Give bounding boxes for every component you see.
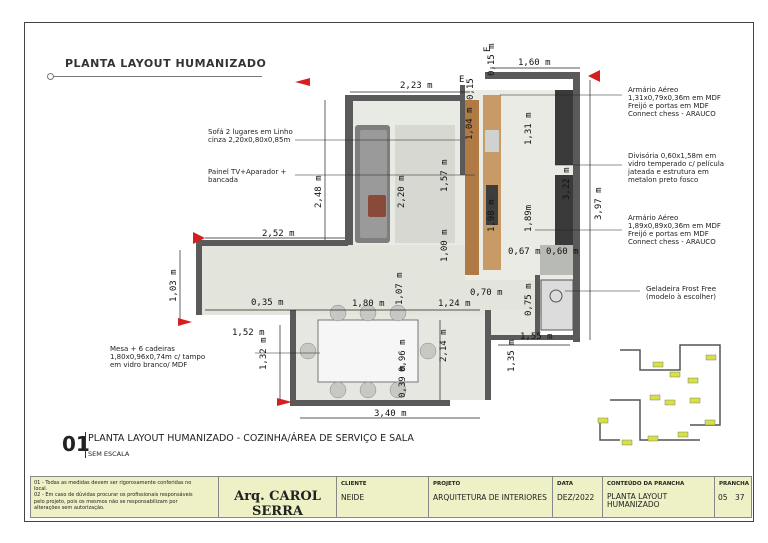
dining-table	[317, 319, 419, 383]
dining-chairs	[299, 304, 437, 399]
note-tv-panel: Painel TV+Aparador + bancada	[208, 168, 287, 184]
dim-label: 2,48 m	[314, 175, 324, 208]
footer-notes-cell: 01 - Todas as medidas devem ser rigorosa…	[31, 477, 219, 517]
dim-label: 1,55 m	[520, 332, 553, 342]
footer-brand-cell: Arq. CAROL SERRA	[219, 477, 337, 519]
title-block: 01 - Todas as medidas devem ser rigorosa…	[30, 476, 752, 519]
prancha-number: 05	[718, 493, 728, 502]
architect-logo: Arq. CAROL SERRA	[234, 489, 321, 519]
projeto-value: ARQUITETURA DE INTERIORES	[433, 493, 547, 502]
dim-label: 0,96 m	[398, 339, 408, 372]
section-markers	[178, 70, 600, 406]
cliente-value: NEIDE	[341, 493, 365, 502]
service-floor	[490, 310, 540, 335]
cooktop	[486, 185, 498, 225]
projeto-label: PROJETO	[433, 481, 461, 487]
dim-label: 0,60 m	[546, 247, 579, 257]
dim-label: 1,35 m	[507, 339, 517, 372]
sofa-seat	[360, 130, 387, 238]
section-marker-icon	[277, 398, 292, 406]
dim-label: 3,97 m	[594, 187, 604, 220]
footer-prancha-cell: PRANCHA 05 37	[715, 477, 751, 517]
fridge-symbol	[549, 289, 563, 303]
dim-label: 1,80 m	[352, 299, 385, 309]
caption-divider	[85, 432, 86, 458]
sheet-frame	[24, 22, 754, 522]
dim-label: 1,60 m	[518, 58, 551, 68]
tv-panel	[465, 100, 479, 275]
dim-label: 1,32 m	[259, 337, 269, 370]
dim-label: 1,24 m	[438, 299, 471, 309]
sink	[485, 130, 499, 152]
data-value: DEZ/2022	[557, 493, 595, 502]
dim-label: 0,75 m	[524, 283, 534, 316]
note-geladeira: Geladeira Frost Free (modelo à escolher)	[646, 285, 717, 301]
note-divisoria: Divisória 0,60x1,58m em vidro temperado …	[628, 152, 725, 184]
cabinet-right-2	[555, 175, 573, 245]
drawing-scale: SEM ESCALA	[88, 450, 130, 458]
dim-label: 3,40 m	[374, 409, 407, 419]
dim-label: 1,04 m	[465, 107, 475, 140]
note-mesa: Mesa + 6 cadeiras 1,80x0,96x0,74m c/ tam…	[110, 345, 206, 369]
dim-label: 1,57 m	[440, 159, 450, 192]
dim-label: 0,35 m	[251, 298, 284, 308]
sofa-cushion	[368, 195, 386, 217]
dim-label: 1,03 m	[169, 269, 179, 302]
conteudo-label: CONTEÚDO DA PRANCHA	[607, 481, 685, 487]
dim-label: 0,70 m	[470, 288, 503, 298]
dim-label: 1,00 m	[440, 229, 450, 262]
drawing-title: PLANTA LAYOUT HUMANIZADO - COZINHA/ÁREA …	[88, 433, 414, 444]
cabinet-right	[555, 90, 573, 165]
dim-label: 2,52 m	[262, 229, 295, 239]
footer-cliente-cell: CLIENTE NEIDE	[337, 477, 429, 517]
dim-label: 1,52 m	[232, 328, 265, 338]
title-underline	[52, 76, 262, 77]
dim-label: 2,14 m	[439, 329, 449, 362]
walls	[196, 72, 580, 406]
footer-notes: 01 - Todas as medidas devem ser rigorosa…	[34, 480, 193, 511]
cliente-label: CLIENTE	[341, 481, 367, 487]
dim-label: 0,39 m	[398, 365, 408, 398]
note-armario-1: Armário Aéreo 1,31x0,79x0,36m em MDF Fre…	[628, 86, 721, 118]
note-sofa: Sofá 2 lugares em Linho cinza 2,20x0,80x…	[208, 128, 293, 144]
data-label: DATA	[557, 481, 573, 487]
prancha-label: PRANCHA	[719, 481, 750, 487]
key-plan-rooms	[597, 354, 717, 446]
dim-label: E	[483, 47, 493, 52]
prancha-total: 37	[735, 493, 745, 502]
key-plan	[599, 344, 721, 441]
title-bullet-icon	[47, 73, 54, 80]
dim-label: 0,15 m	[487, 43, 497, 76]
rug	[395, 125, 455, 243]
dim-label: 1,31 m	[524, 112, 534, 145]
dim-label: 3,22 m	[562, 167, 572, 200]
section-marker-icon	[295, 78, 310, 86]
page-title: PLANTA LAYOUT HUMANIZADO	[65, 57, 267, 70]
footer-data-cell: DATA DEZ/2022	[553, 477, 603, 517]
section-marker-icon	[588, 70, 600, 82]
dim-label: E	[459, 75, 464, 85]
conteudo-value: PLANTA LAYOUT HUMANIZADO	[607, 492, 668, 509]
note-armario-2: Armário Aéreo 1,89x0,89x0,36m em MDF Fre…	[628, 214, 721, 246]
dimension-lines	[179, 67, 591, 419]
section-marker-icon	[193, 232, 205, 244]
dim-label: 0,67 m	[508, 247, 541, 257]
kitchen-counter	[483, 95, 501, 270]
dim-label: 1,89m	[524, 205, 534, 232]
fridge	[540, 279, 574, 331]
laundry	[540, 245, 573, 275]
leader-lines	[255, 94, 640, 354]
dim-label: 1,07 m	[395, 272, 405, 305]
section-marker-icon	[178, 318, 192, 326]
dim-label: 0,15	[466, 78, 476, 100]
dim-label: 1,98 m	[487, 199, 497, 232]
dim-label: 2,23 m	[400, 81, 433, 91]
dim-label: 2,20 m	[397, 175, 407, 208]
footer-projeto-cell: PROJETO ARQUITETURA DE INTERIORES	[429, 477, 553, 517]
footer-conteudo-cell: CONTEÚDO DA PRANCHA PLANTA LAYOUT HUMANI…	[603, 477, 715, 517]
